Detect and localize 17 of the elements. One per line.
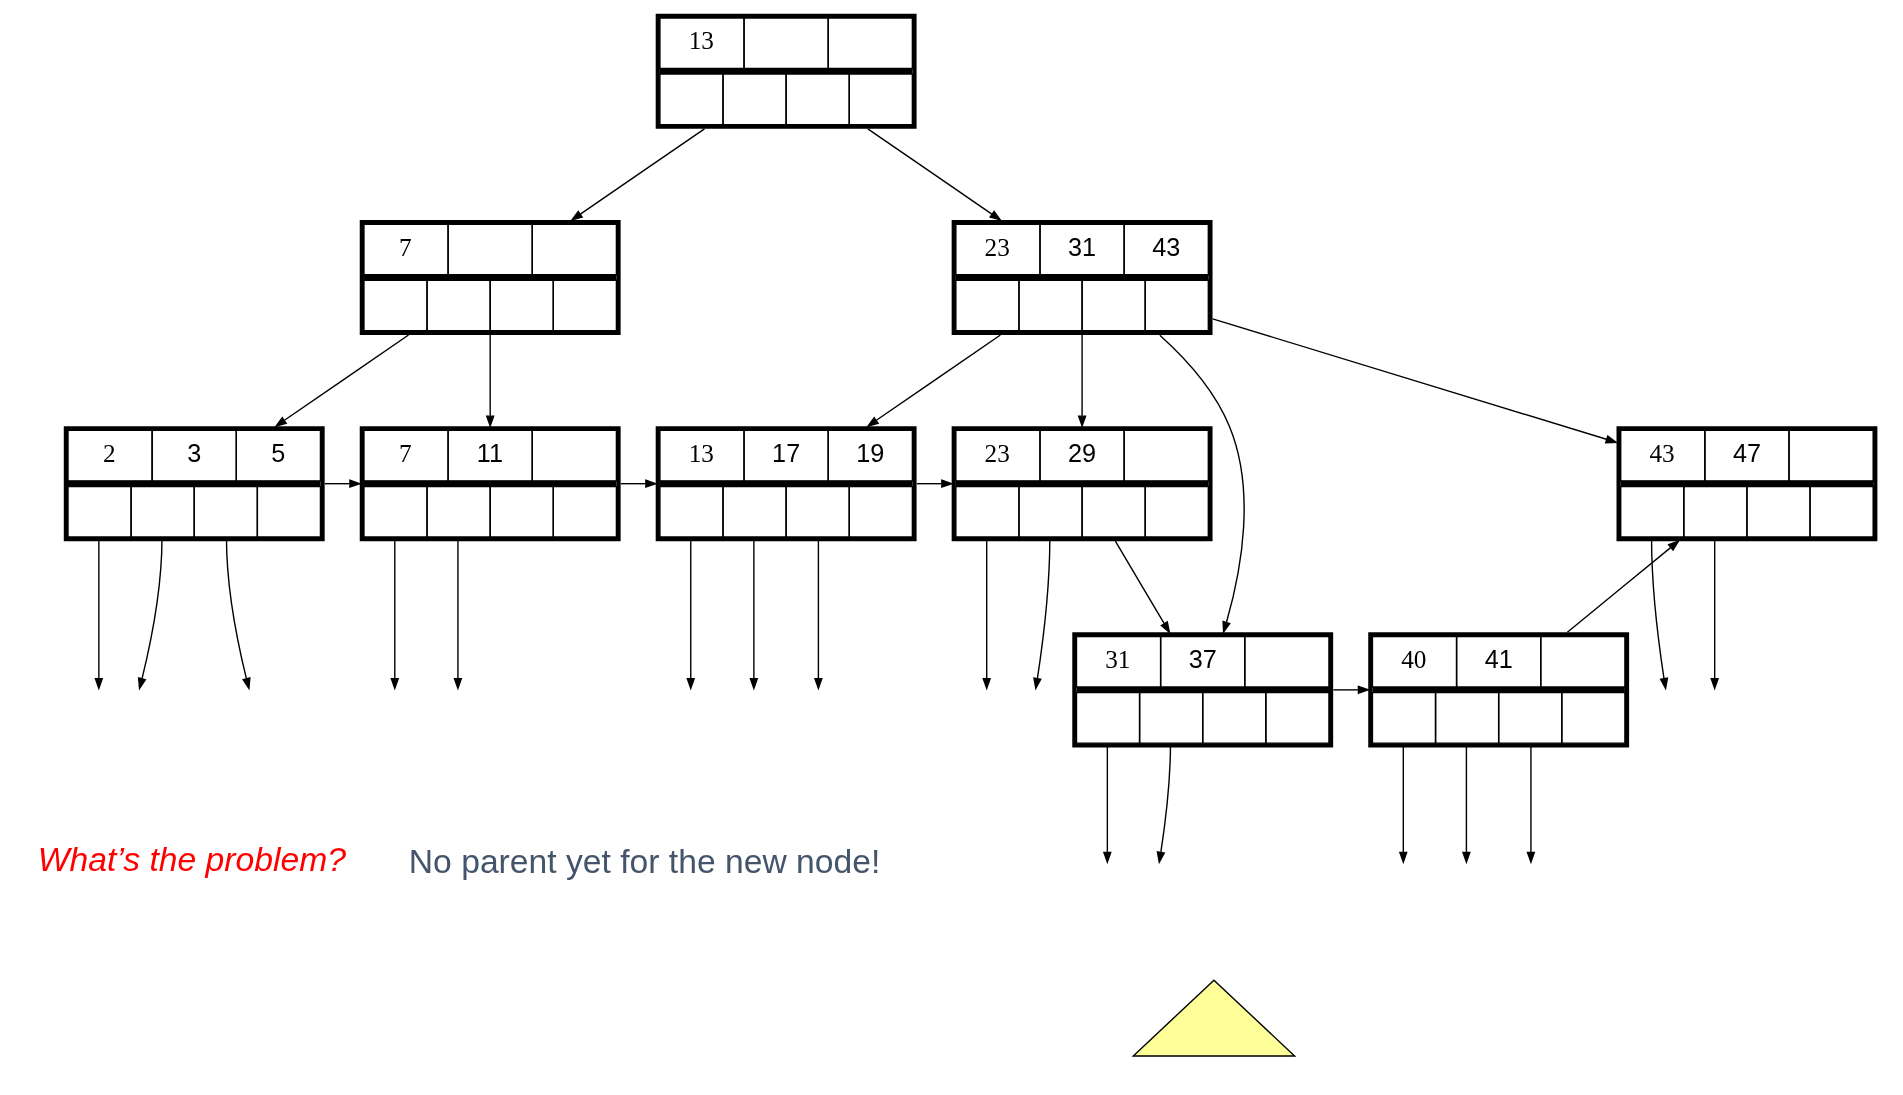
arrow: [865, 334, 1001, 428]
arrow: [1211, 318, 1618, 444]
arrow: [485, 334, 495, 429]
arrow: [273, 334, 409, 428]
arrow: [915, 479, 954, 489]
arrow: [323, 479, 362, 489]
node-triangle: [1131, 979, 1296, 1057]
arrow: [1332, 685, 1370, 695]
label: What’s the problem?: [37, 841, 346, 879]
arrow: [619, 479, 658, 489]
arrow: [569, 128, 705, 221]
arrow: [1077, 334, 1086, 429]
arrow: [1158, 334, 1245, 634]
arrow: [1566, 539, 1680, 633]
arrow: [866, 128, 1002, 221]
label: No parent yet for the new node!: [408, 842, 880, 880]
arrow: [1114, 540, 1170, 634]
